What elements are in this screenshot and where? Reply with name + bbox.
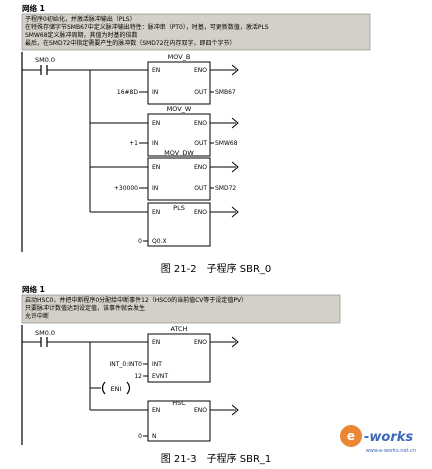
watermark: e -works www.e-works.net.cn: [340, 425, 416, 454]
eno-pin-label: ENO: [194, 209, 207, 216]
int-pin-label: INT: [152, 361, 162, 368]
block-title: ATCH: [171, 325, 188, 333]
evnt-pin-label: EVNT: [152, 373, 168, 380]
in-value: +30000: [114, 185, 138, 192]
out-value: SMW68: [215, 140, 238, 147]
svg-text:www.e-works.net.cn: www.e-works.net.cn: [366, 448, 416, 454]
in-pin-label: IN: [152, 89, 158, 96]
en-pin-label: EN: [152, 339, 160, 346]
eno-pin-label: ENO: [194, 120, 207, 127]
mov-dw-block: MOV_DW EN ENO IN OUT +30000 SMD72: [114, 149, 239, 201]
eno-pin-label: ENO: [194, 339, 207, 346]
comment-line: 子程序0初始化，并激活脉冲输出（PLS）: [25, 15, 136, 23]
eno-pin-label: ENO: [194, 164, 207, 171]
diagram-sbr0: 网络 1 子程序0初始化，并激活脉冲输出（PLS） 在特殊存储字节SMB67中定…: [21, 3, 371, 275]
in-value: 0: [138, 238, 142, 245]
diagram-sbr1: 网络 1 启动HSC0，并把中断程序0分配给中断事件12（HSC0的当前值CV等…: [21, 284, 341, 465]
n-value: 0: [138, 433, 142, 440]
evnt-value: 12: [134, 373, 142, 380]
n-pin-label: N: [152, 433, 157, 440]
eni-label: ENI: [111, 385, 122, 393]
network-label: 网络 1: [22, 3, 45, 13]
contact-label: SM0.0: [35, 329, 55, 337]
en-pin-label: EN: [152, 209, 160, 216]
comment-line: 最后，在SMD72中指定需要产生的脉冲数（SMD72在内存双字，即四个字节）: [25, 39, 235, 47]
out-value: SMB67: [215, 89, 236, 96]
block-title: HSC: [172, 399, 186, 407]
out-pin-label: OUT: [194, 140, 207, 147]
mov-b-block: MOV_B EN ENO IN OUT 16#8D SMB67: [117, 53, 239, 105]
normally-open-contact: SM0.0: [22, 56, 148, 75]
svg-text:-works: -works: [364, 430, 413, 445]
int-value: INT_0:INT0: [109, 361, 142, 368]
network-comment: 启动HSC0，并把中断程序0分配给中断事件12（HSC0的当前值CV等于设定值P…: [21, 294, 341, 324]
comment-line: 允许中断: [25, 312, 49, 320]
mov-w-block: MOV_W EN ENO IN OUT +1 SMW68: [129, 105, 239, 157]
pls-block: PLS EN ENO Q0.X 0: [138, 202, 239, 247]
in-pin-label: IN: [152, 185, 158, 192]
block-title: PLS: [173, 204, 185, 212]
normally-open-contact: SM0.0: [22, 329, 148, 347]
comment-line: 只要脉冲计数值达到设定值，该事件就会发生: [25, 304, 145, 312]
en-pin-label: EN: [152, 120, 160, 127]
network-label: 网络 1: [22, 284, 45, 294]
in-pin-label: IN: [152, 140, 158, 147]
comment-line: 在特殊存储字节SMB67中定义脉冲输出特性：脉冲串（PT0），时基，可更新数值，…: [25, 23, 269, 31]
eni-coil: ENI: [90, 381, 131, 395]
block-title: MOV_W: [167, 105, 192, 113]
out-pin-label: OUT: [194, 89, 207, 96]
comment-line: 启动HSC0，并把中断程序0分配给中断事件12（HSC0的当前值CV等于设定值P…: [25, 296, 247, 304]
network-comment: 子程序0初始化，并激活脉冲输出（PLS） 在特殊存储字节SMB67中定义脉冲输出…: [21, 13, 371, 51]
out-pin-label: OUT: [194, 185, 207, 192]
block-title: MOV_DW: [164, 149, 194, 157]
en-pin-label: EN: [152, 67, 160, 74]
en-pin-label: EN: [152, 407, 160, 414]
in-pin-label: Q0.X: [152, 238, 167, 245]
in-value: +1: [129, 140, 138, 147]
hsc-block: HSC EN ENO N 0: [138, 399, 239, 442]
comment-line: SMW68定义脉冲周期，其值为时基的倍数: [25, 31, 138, 39]
figure-caption: 图 21-3 子程序 SBR_1: [161, 452, 272, 465]
in-value: 16#8D: [117, 89, 138, 96]
eno-pin-label: ENO: [194, 407, 207, 414]
contact-label: SM0.0: [35, 56, 55, 64]
eno-pin-label: ENO: [194, 67, 207, 74]
en-pin-label: EN: [152, 164, 160, 171]
block-title: MOV_B: [168, 53, 191, 61]
figure-caption: 图 21-2 子程序 SBR_0: [161, 262, 272, 275]
svg-text:e: e: [347, 429, 355, 443]
atch-block: ATCH EN ENO INT EVNT INT_0:INT0 12: [109, 325, 239, 383]
out-value: SMD72: [215, 185, 236, 192]
